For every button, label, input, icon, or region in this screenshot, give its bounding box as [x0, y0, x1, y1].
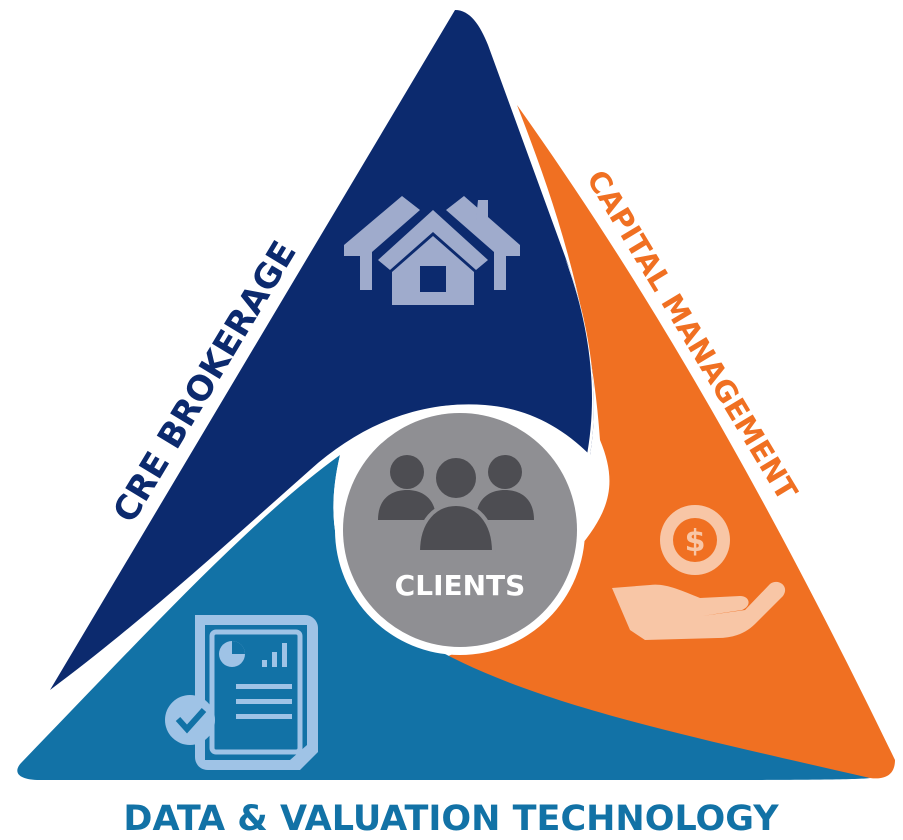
houses-icon: [344, 196, 520, 305]
center-label: CLIENTS: [395, 569, 526, 602]
data-label: DATA & VALUATION TECHNOLOGY: [123, 799, 779, 839]
report-check-icon: [165, 615, 318, 770]
brokerage-segment: [50, 10, 594, 690]
people-group-icon: [378, 454, 534, 554]
svg-text:$: $: [685, 524, 706, 559]
hand-coin-icon: $: [612, 505, 786, 640]
